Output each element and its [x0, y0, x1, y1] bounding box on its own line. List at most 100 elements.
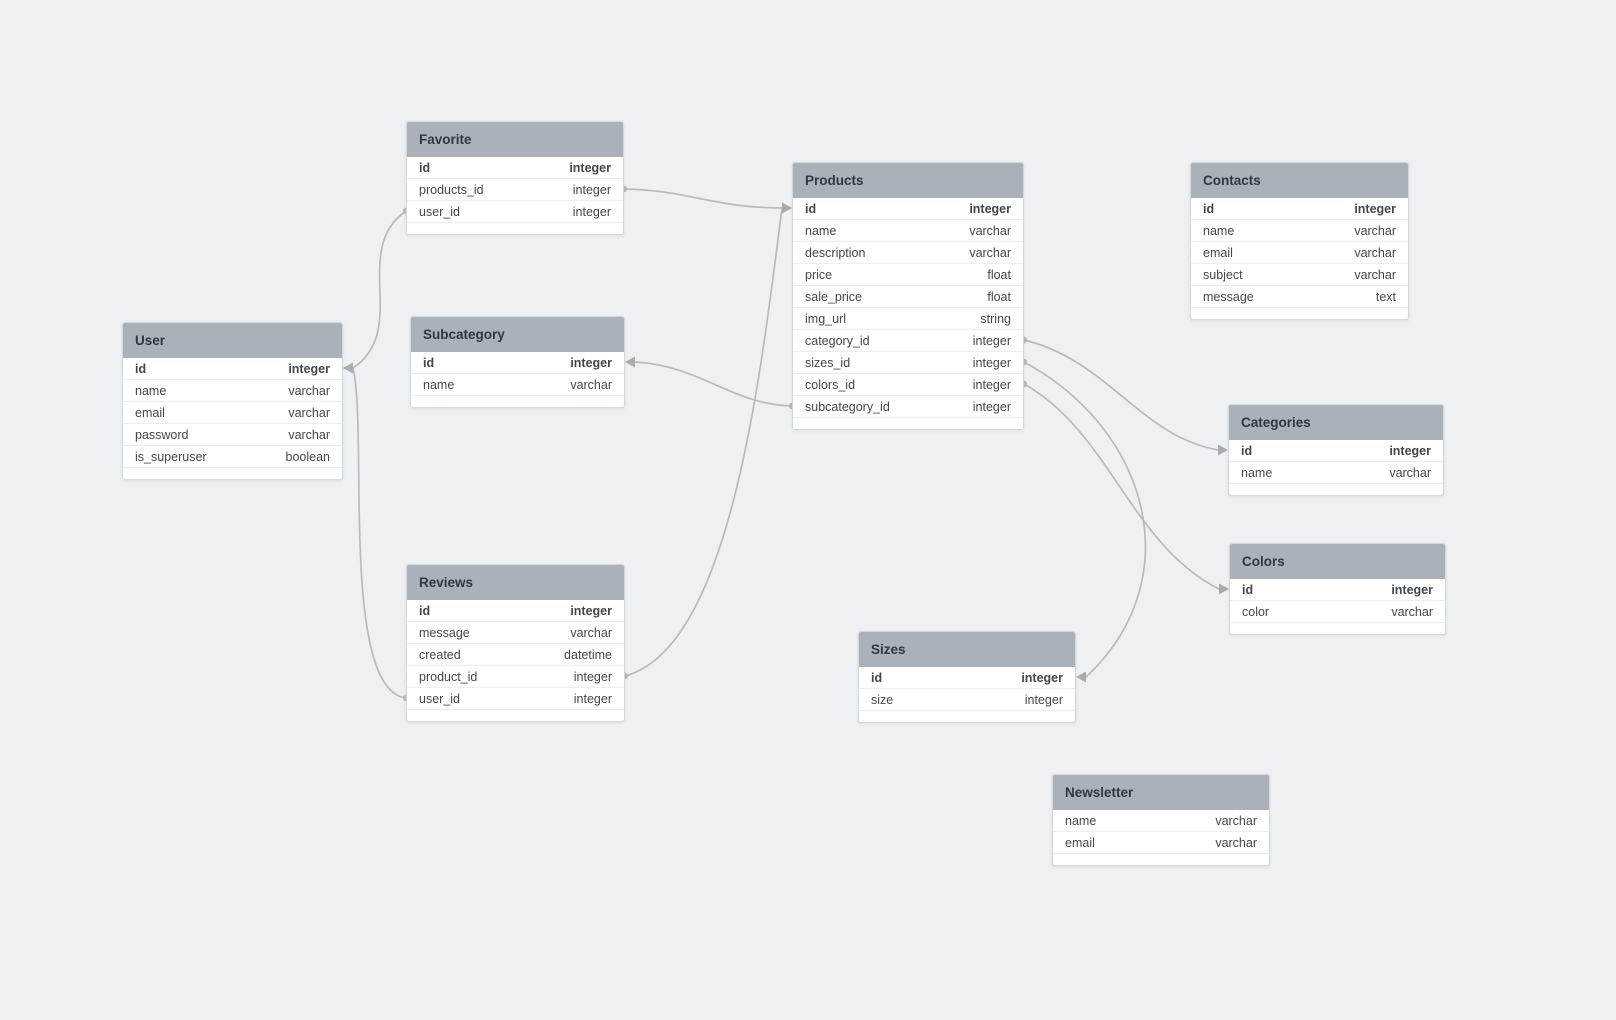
field-row-name[interactable]: name varchar	[411, 374, 624, 396]
field-name: id	[871, 670, 883, 685]
field-type: integer	[1391, 582, 1433, 597]
field-name: name	[423, 377, 455, 392]
field-name: created	[419, 647, 461, 662]
field-name: message	[419, 625, 470, 640]
field-type: varchar	[1215, 813, 1257, 828]
field-type: float	[987, 289, 1011, 304]
relationship-favorite-products_id[interactable]	[623, 188, 783, 209]
relationship-products-sizes_id[interactable]	[1023, 361, 1147, 678]
relationship-arrowhead	[1076, 671, 1086, 683]
field-name: is_superuser	[135, 449, 207, 464]
table-header-products[interactable]: Products	[793, 163, 1023, 198]
field-type: integer	[288, 361, 330, 376]
field-type: text	[1375, 289, 1396, 304]
table-footer	[123, 468, 342, 479]
field-name: category_id	[805, 333, 870, 348]
field-name: description	[805, 245, 866, 260]
field-name: id	[423, 355, 435, 370]
field-type: varchar	[570, 625, 612, 640]
table-header-user[interactable]: User	[123, 323, 342, 358]
relationship-arrowhead	[782, 202, 792, 214]
relationship-reviews-user_id[interactable]	[352, 367, 407, 699]
field-name: id	[419, 160, 431, 175]
table-footer	[407, 223, 623, 234]
field-name: email	[1065, 835, 1095, 850]
table-header-favorite[interactable]: Favorite	[407, 122, 623, 157]
field-row-category_id[interactable]: category_id integer	[793, 330, 1023, 352]
table-header-subcategory[interactable]: Subcategory	[411, 317, 624, 352]
field-type: integer	[573, 669, 612, 684]
field-type: varchar	[288, 383, 330, 398]
field-row-message[interactable]: message varchar	[407, 622, 624, 644]
table-header-colors[interactable]: Colors	[1230, 544, 1445, 579]
table-header-newsletter[interactable]: Newsletter	[1053, 775, 1269, 810]
field-type: integer	[569, 160, 611, 175]
field-type: varchar	[570, 377, 612, 392]
field-name: colors_id	[805, 377, 856, 392]
table-header-reviews[interactable]: Reviews	[407, 565, 624, 600]
field-row-email[interactable]: email varchar	[1053, 832, 1269, 854]
relationship-arrowhead	[782, 202, 792, 214]
table-footer	[411, 396, 624, 407]
field-type: integer	[570, 603, 612, 618]
relationship-favorite-user_id[interactable]	[352, 210, 407, 369]
table-header-categories[interactable]: Categories	[1229, 405, 1443, 440]
field-type: varchar	[1215, 835, 1257, 850]
relationship-products-colors_id[interactable]	[1023, 383, 1220, 590]
field-name: name	[805, 223, 837, 238]
relationship-reviews-product_id[interactable]	[624, 207, 783, 677]
relationship-products-category_id[interactable]	[1023, 339, 1219, 451]
field-type: integer	[972, 333, 1011, 348]
field-name: id	[1241, 443, 1253, 458]
field-name: id	[1203, 201, 1215, 216]
table-header-contacts[interactable]: Contacts	[1191, 163, 1408, 198]
table-header-sizes[interactable]: Sizes	[859, 632, 1075, 667]
relationship-products-subcategory_id[interactable]	[634, 361, 793, 407]
field-row-id[interactable]: id integer	[407, 157, 623, 179]
